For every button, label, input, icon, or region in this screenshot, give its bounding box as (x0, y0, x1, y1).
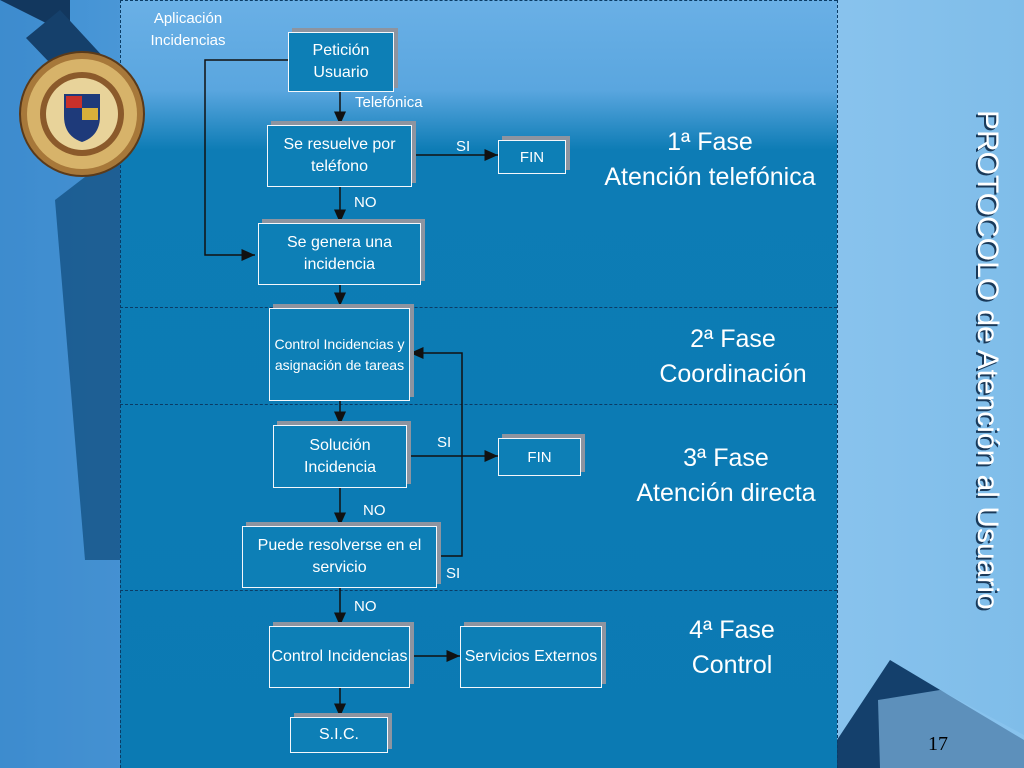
frame-left (120, 0, 121, 768)
node-peticion-usuario: Petición Usuario (288, 32, 394, 92)
phase-3-name: Atención directa (636, 479, 816, 507)
node-solucion-incidencia: Solución Incidencia (273, 425, 407, 488)
phase-1-number: 1ª Fase (667, 128, 753, 156)
phase-divider (120, 590, 837, 591)
phase-2-number: 2ª Fase (690, 325, 776, 353)
frame-right (837, 0, 838, 768)
phase-4-number: 4ª Fase (689, 616, 775, 644)
node-control-incidencias: Control Incidencias (269, 626, 410, 688)
node-control-asignacion: Control Incidencias y asignación de tare… (269, 308, 410, 401)
app-label: Aplicación Incidencias (150, 10, 226, 49)
node-sic: S.I.C. (290, 717, 388, 753)
no-label: NO (363, 502, 386, 519)
phase-divider (120, 404, 837, 405)
phase-4-title: 4ª Fase Control (602, 613, 862, 683)
node-genera-incidencia: Se genera una incidencia (258, 223, 421, 285)
phase-1-name: Atención telefónica (604, 163, 816, 191)
university-seal-logo (19, 51, 145, 177)
phase-2-title: 2ª Fase Coordinación (603, 322, 863, 392)
si-label: SI (437, 434, 452, 451)
page-number: 17 (928, 733, 948, 755)
no-label: NO (354, 598, 377, 615)
si-label: SI (446, 565, 461, 582)
phase-4-name: Control (691, 651, 773, 679)
phase-divider (120, 0, 837, 1)
node-fin: FIN (498, 438, 581, 476)
phase-1-title: 1ª Fase Atención telefónica (580, 125, 840, 195)
telefonica-label: Telefónica (355, 94, 423, 111)
phase-3-number: 3ª Fase (683, 444, 769, 472)
slide-title: PROTOCOLO de Atención al Usuario (971, 110, 1004, 610)
node-se-resuelve-telefono: Se resuelve por teléfono (267, 125, 412, 187)
phase-divider (120, 307, 837, 308)
phase-2-name: Coordinación (659, 360, 807, 388)
node-puede-resolverse: Puede resolverse en el servicio (242, 526, 437, 588)
si-label: SI (456, 138, 471, 155)
no-label: NO (354, 194, 377, 211)
node-fin: FIN (498, 140, 566, 174)
phase-3-title: 3ª Fase Atención directa (596, 441, 856, 511)
node-servicios-externos: Servicios Externos (460, 626, 602, 688)
